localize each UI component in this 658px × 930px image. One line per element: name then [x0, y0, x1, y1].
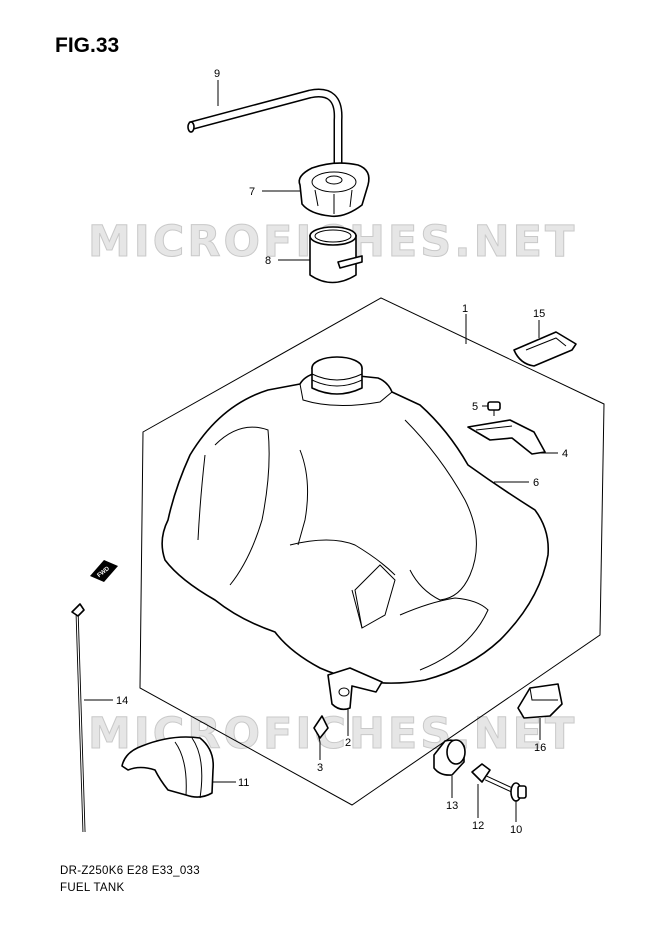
fuel-cap: [298, 162, 370, 218]
callout-14: 14: [116, 695, 128, 707]
collar-12: [471, 763, 491, 783]
tank-cushion-rear: [517, 683, 563, 719]
callout-7: 7: [249, 186, 255, 198]
mount-bracket-2: [327, 667, 383, 711]
model-code: DR-Z250K6 E28 E33_033: [60, 865, 200, 877]
tank-cushion-top: [513, 331, 577, 367]
callout-5: 5: [472, 401, 478, 413]
tank-cushion-front: [121, 736, 215, 799]
callout-11: 11: [238, 777, 249, 789]
bolt-10: [484, 775, 527, 802]
leader-lines: [84, 80, 558, 822]
bolt-5: [487, 401, 501, 416]
callout-3: 3: [317, 762, 323, 774]
callout-1: 1: [462, 303, 468, 315]
callout-6: 6: [533, 477, 539, 489]
figure-title: FIG.33: [55, 34, 120, 57]
callout-10: 10: [510, 824, 522, 836]
callout-4: 4: [562, 448, 568, 460]
filler-ring: [309, 226, 363, 284]
figure-caption: FUEL TANK: [60, 882, 125, 894]
callout-15: 15: [533, 308, 545, 320]
callout-8: 8: [265, 255, 271, 267]
screw-3: [313, 715, 329, 743]
assembly-boundary: [139, 297, 605, 806]
callout-16: 16: [534, 742, 546, 754]
forward-arrow-icon: FWD: [90, 560, 118, 582]
callout-12: 12: [472, 820, 484, 832]
fuel-tank-body: [161, 356, 550, 684]
breather-hose: [187, 88, 343, 172]
tank-bracket: [467, 419, 546, 455]
callout-9: 9: [214, 68, 220, 80]
fuel-tank-strap: [71, 603, 86, 833]
callout-2: 2: [345, 737, 351, 749]
callout-labels: 9 7 8 1 15 5 4 6 2 3 14 11 16 13 12 10: [116, 68, 568, 836]
callout-13: 13: [446, 800, 458, 812]
grommet-13: [433, 739, 466, 776]
